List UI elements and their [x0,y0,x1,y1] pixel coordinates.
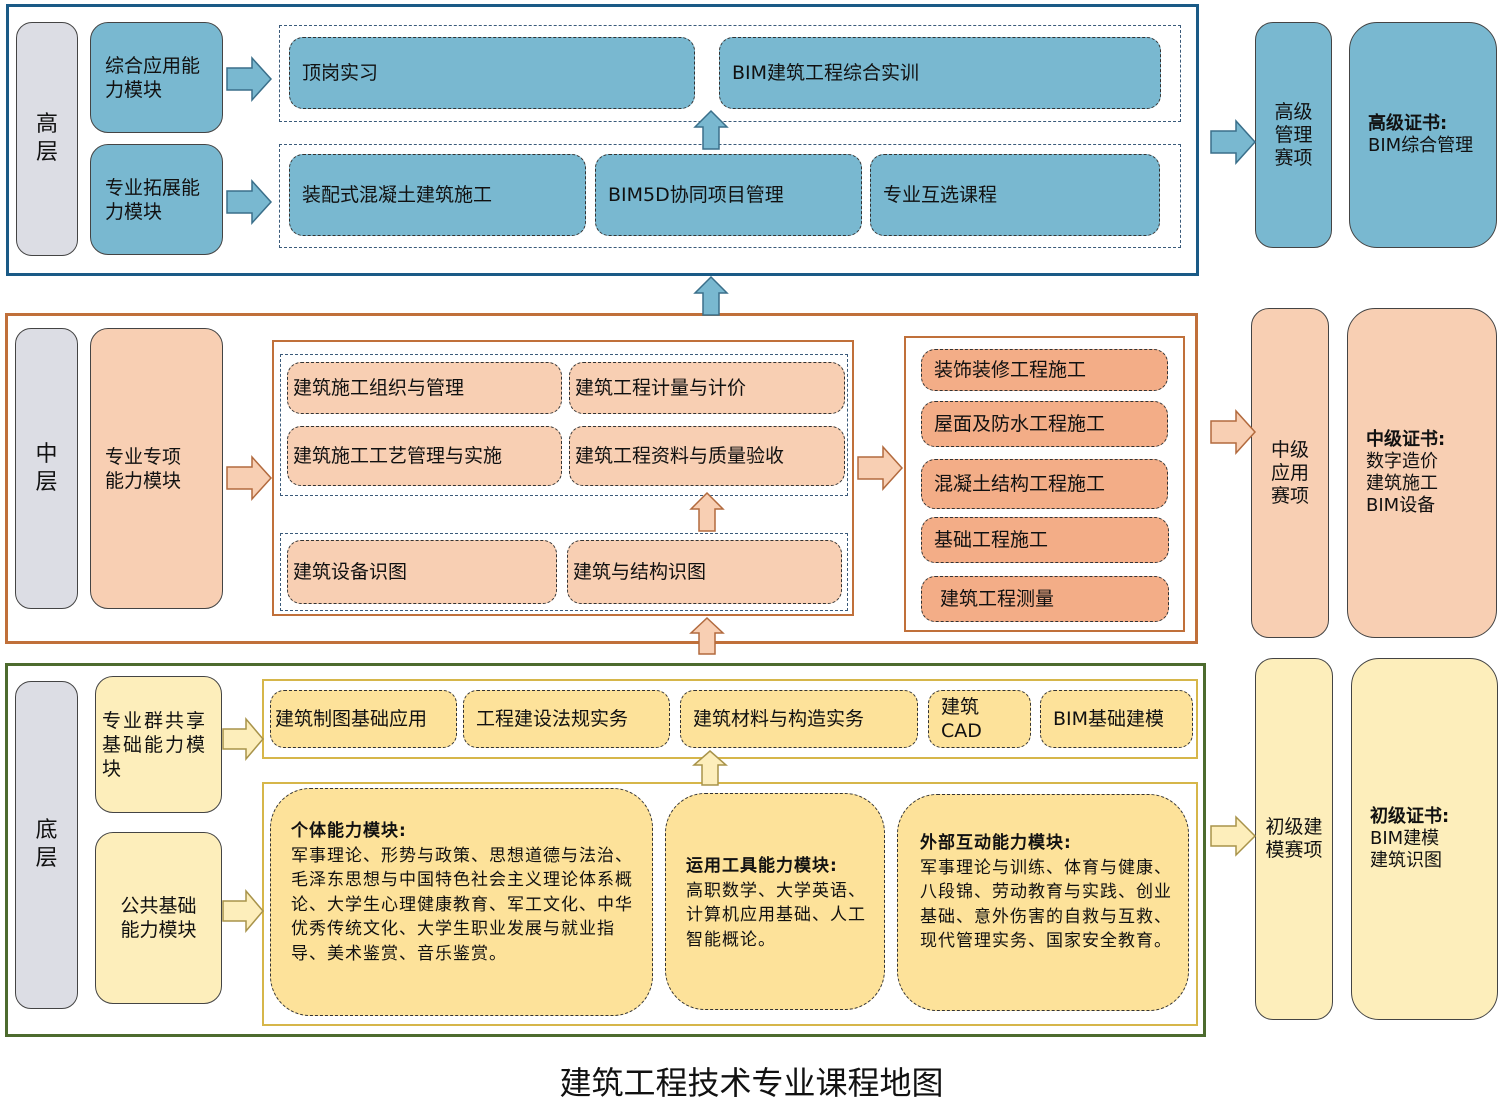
arrow-up-icon [689,616,725,655]
intermediate-certificate-items: 数字造价 建筑施工 BIM设备 [1366,451,1438,516]
arrow-up-icon [693,275,729,316]
high-course-3: 装配式混凝土建筑施工 [289,154,586,236]
low-layer-label: 底 层 [15,681,78,1009]
beginner-competition: 初级建 模赛项 [1255,658,1333,1020]
mid-course-8: 屋面及防水工程施工 [921,401,1168,447]
individual-ability-title: 个体能力模块: [291,821,407,841]
advanced-certificate-title: 高级证书: [1368,113,1448,134]
middle-grid-group [280,354,848,496]
low-course-3: 建筑材料与构造实务 [680,690,918,748]
mid-course-10: 基础工程施工 [921,517,1169,563]
external-interaction-courses: 军事理论与训练、体育与健康、八段锦、劳动教育与实践、创业基础、意外伤害的自救与互… [920,857,1172,952]
beginner-certificate-items: BIM建模 建筑识图 [1370,828,1442,871]
tool-ability-module: 运用工具能力模块: 高职数学、大学英语、计算机应用基础、人工智能概论。 [665,793,885,1010]
comprehensive-module: 综合应用能 力模块 [90,22,223,133]
mid-course-1: 建筑施工组织与管理 [287,362,562,414]
arrow-right-icon [226,179,273,225]
specialized-module: 专业专项 能力模块 [90,328,223,609]
arrow-up-icon [692,750,728,786]
high-layer-label: 高 层 [16,22,78,256]
high-course-4: BIM5D协同项目管理 [595,154,862,236]
advanced-competition: 高级 管理 赛项 [1255,22,1332,248]
arrow-right-icon [1210,815,1257,857]
low-course-4: 建筑CAD [928,690,1031,748]
arrow-right-icon [226,56,273,102]
high-row2-group [279,144,1181,248]
public-foundation-module: 公共基础 能力模块 [95,832,222,1004]
beginner-certificate: 初级证书: BIM建模 建筑识图 [1351,658,1498,1020]
page-title: 建筑工程技术专业课程地图 [559,1064,944,1102]
arrow-right-icon [222,716,264,762]
middle-bottom-group [280,533,848,611]
mid-course-9: 混凝土结构工程施工 [921,459,1168,509]
mid-course-11: 建筑工程测量 [921,576,1169,622]
arrow-right-icon [222,888,264,934]
tool-ability-courses: 高职数学、大学英语、计算机应用基础、人工智能概论。 [686,880,866,950]
shared-foundation-module: 专业群共享 基础能力模 块 [95,676,222,813]
individual-ability-courses: 军事理论、形势与政策、思想道德与法治、毛泽东思想与中国特色社会主义理论体系概论、… [291,845,633,964]
high-course-5: 专业互选课程 [870,154,1160,236]
advanced-certificate-items: BIM综合管理 [1368,135,1474,156]
arrow-right-icon [857,445,904,491]
low-course-2: 工程建设法规实务 [463,690,670,748]
intermediate-certificate-title: 中级证书: [1366,429,1446,450]
high-course-1: 顶岗实习 [289,37,695,109]
low-course-5: BIM基础建模 [1040,690,1193,748]
mid-course-7: 装饰装修工程施工 [921,349,1168,391]
advanced-certificate: 高级证书: BIM综合管理 [1349,22,1497,248]
intermediate-competition: 中级 应用 赛项 [1251,308,1329,638]
high-course-2: BIM建筑工程综合实训 [719,37,1161,109]
expansion-module: 专业拓展能 力模块 [90,144,223,255]
tool-ability-title: 运用工具能力模块: [686,856,838,876]
external-interaction-title: 外部互动能力模块: [920,833,1072,853]
mid-course-4: 建筑工程资料与质量验收 [569,426,845,486]
intermediate-certificate: 中级证书: 数字造价 建筑施工 BIM设备 [1347,308,1497,638]
external-interaction-module: 外部互动能力模块: 军事理论与训练、体育与健康、八段锦、劳动教育与实践、创业基础… [897,794,1189,1011]
mid-course-2: 建筑工程计量与计价 [569,362,845,414]
arrow-up-icon [689,491,725,532]
arrow-up-icon [693,109,729,150]
high-row1-group [279,25,1181,122]
mid-course-3: 建筑施工工艺管理与实施 [287,426,562,486]
beginner-certificate-title: 初级证书: [1370,806,1450,827]
middle-layer-label: 中 层 [15,328,78,609]
mid-course-5: 建筑设备识图 [287,540,557,604]
arrow-right-icon [1210,409,1257,455]
mid-course-6: 建筑与结构识图 [567,540,842,604]
low-course-1: 建筑制图基础应用 [270,690,457,748]
arrow-right-icon [226,455,273,501]
individual-ability-module: 个体能力模块: 军事理论、形势与政策、思想道德与法治、毛泽东思想与中国特色社会主… [270,788,653,1016]
arrow-right-icon [1210,119,1257,165]
